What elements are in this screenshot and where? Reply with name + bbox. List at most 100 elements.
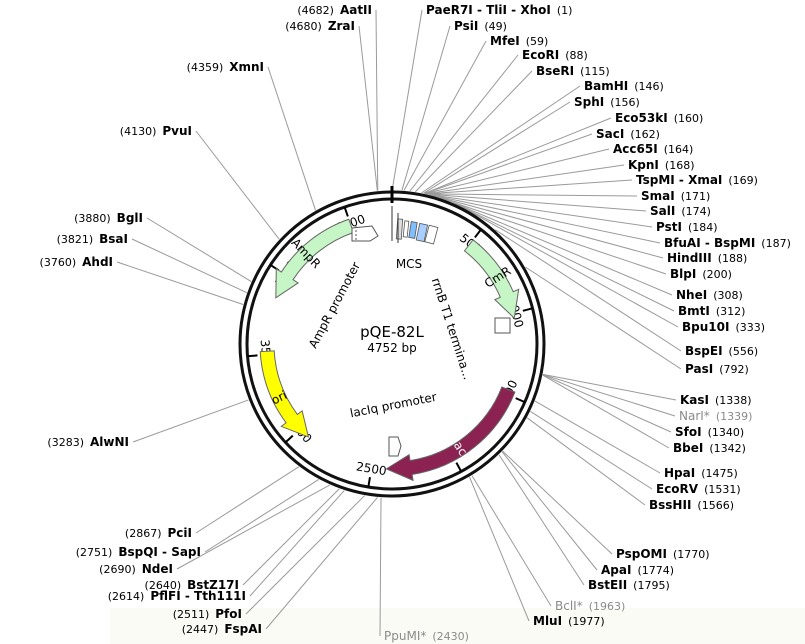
site-label[interactable]: SalI (174): [650, 204, 711, 218]
site-leader: [375, 9, 379, 191]
site-label[interactable]: SmaI(171): [641, 189, 710, 203]
site-name: BamHI: [584, 79, 628, 93]
site-name: TspMI - XmaI: [636, 173, 722, 187]
site-leader: [391, 9, 423, 191]
site-label[interactable]: BstEII(1795): [588, 578, 670, 592]
tick-mark: [247, 354, 258, 358]
site-label[interactable]: BclI*(1963): [555, 599, 625, 613]
site-label[interactable]: PaeR7I - TliI - XhoI(1): [426, 3, 572, 17]
site-label[interactable]: (2614)PflFI - Tth111I: [108, 589, 246, 603]
site-label[interactable]: (4682)AatII: [297, 3, 372, 17]
site-label[interactable]: (3760) AhdI: [40, 255, 113, 269]
site-label[interactable]: (3283)AlwNI: [47, 435, 129, 449]
site-leader: [146, 217, 252, 282]
site-leader: [409, 54, 519, 192]
site-label[interactable]: (2447)FspAI: [182, 622, 262, 636]
site-position: (4130): [120, 125, 157, 138]
site-label[interactable]: BfuAI - BspMI(187): [664, 236, 791, 250]
site-label[interactable]: Eco53kI(160): [615, 111, 703, 125]
site-label[interactable]: EcoRI(88): [522, 48, 588, 62]
site-label[interactable]: Acc65I(164): [613, 142, 693, 156]
tick-mark: [367, 477, 371, 488]
site-label[interactable]: EcoRV(1531): [656, 482, 741, 496]
site-label[interactable]: SphI(156): [574, 95, 640, 109]
site-label[interactable]: (3821)BsaI: [57, 232, 128, 246]
site-leader: [358, 25, 378, 191]
site-label[interactable]: MluI(1977): [533, 614, 605, 628]
site-position: (4359): [187, 61, 224, 74]
site-leader: [526, 417, 646, 506]
site-leader: [425, 164, 625, 195]
site-name: FspAI: [224, 622, 262, 636]
site-label[interactable]: PstI(184): [656, 220, 718, 234]
site-position: (1531): [704, 483, 741, 496]
site-position: (156): [610, 96, 640, 109]
site-name: BclI*: [555, 599, 583, 613]
site-label[interactable]: (2751)BspQI - SapI: [76, 545, 201, 559]
site-leader: [453, 202, 675, 312]
site-label[interactable]: (2640)BstZ17I: [145, 578, 239, 592]
site-leader: [414, 70, 533, 193]
site-label[interactable]: SacI (162): [596, 127, 660, 141]
site-position: (162): [630, 128, 660, 141]
site-label[interactable]: SfoI(1340): [675, 425, 744, 439]
site-position: (1): [557, 4, 573, 17]
site-label[interactable]: PspOMI(1770): [616, 547, 710, 561]
site-label[interactable]: NarI*(1339): [679, 409, 752, 423]
site-label[interactable]: BlpI(200): [670, 267, 732, 281]
ampr-promoter-arrow: [351, 225, 379, 242]
site-label[interactable]: (2867)PciI: [125, 526, 192, 540]
site-label[interactable]: (2511)PfoI: [173, 607, 242, 621]
site-label[interactable]: PasI(792): [685, 362, 749, 376]
site-label[interactable]: BamHI(146): [584, 79, 664, 93]
site-label[interactable]: ApaI(1774): [601, 563, 674, 577]
site-label[interactable]: KpnI(168): [628, 158, 695, 172]
site-label[interactable]: (2690)NdeI: [99, 562, 173, 576]
site-position: (174): [681, 205, 711, 218]
site-leader: [501, 451, 598, 571]
site-name: SalI: [650, 204, 675, 218]
site-leader: [432, 194, 667, 275]
site-label[interactable]: BmtI(312): [678, 304, 745, 318]
site-name: PfoI: [215, 607, 242, 621]
site-label[interactable]: (4359)XmnI: [187, 60, 264, 74]
site-label[interactable]: HpaI(1475): [664, 466, 738, 480]
laciq-promoter-label: lacIq promoter: [349, 390, 438, 421]
site-name: AhdI: [82, 255, 113, 269]
site-label[interactable]: (3880)BglI: [74, 211, 143, 225]
site-name: SfoI: [675, 425, 702, 439]
site-leader: [427, 193, 647, 212]
site-label[interactable]: BspEI(556): [685, 344, 758, 358]
site-position: (3760): [40, 256, 77, 269]
site-label[interactable]: (4130)PvuI: [120, 124, 192, 138]
site-position: (2614): [108, 590, 145, 603]
site-name: SacI: [596, 127, 624, 141]
tick-mark: [522, 307, 533, 312]
site-label[interactable]: PpuMI*(2430): [384, 629, 469, 643]
site-position: (1339): [716, 410, 753, 423]
site-position: (2640): [145, 579, 182, 592]
site-leader: [195, 466, 300, 534]
site-label[interactable]: HindIII(188): [667, 251, 747, 265]
site-label[interactable]: PsiI(49): [454, 19, 507, 33]
site-position: (2867): [125, 527, 162, 540]
site-label[interactable]: NheI(308): [676, 288, 743, 302]
site-label[interactable]: (4680)ZraI: [285, 19, 355, 33]
site-label[interactable]: TspMI - XmaI(169): [636, 173, 758, 187]
site-position: (4680): [285, 20, 322, 33]
site-label[interactable]: Bpu10I(333): [682, 320, 765, 334]
site-leader: [176, 484, 331, 570]
site-name: BspEI: [685, 344, 723, 358]
site-label[interactable]: MfeI(59): [490, 34, 548, 48]
site-label[interactable]: BseRI(115): [536, 64, 610, 78]
tick-mark: [455, 462, 463, 472]
tick-mark: [474, 228, 482, 239]
ori-label: ori: [269, 388, 289, 407]
site-label[interactable]: BssHII(1566): [649, 498, 734, 512]
site-position: (2430): [432, 630, 469, 643]
site-name: SmaI: [641, 189, 675, 203]
site-label[interactable]: KasI(1338): [680, 393, 752, 407]
site-label[interactable]: BbeI(1342): [673, 441, 746, 455]
